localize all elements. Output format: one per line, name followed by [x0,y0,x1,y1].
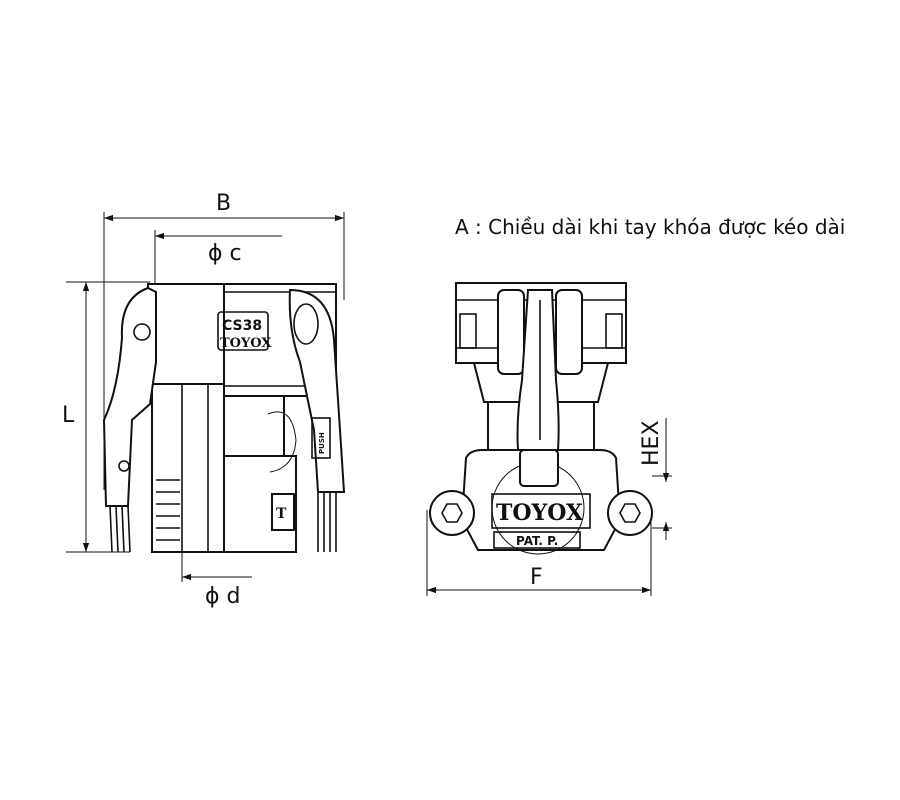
dim-b-label: B [216,191,231,216]
model-marking-side: CS38 [222,318,262,334]
dim-c-label: ϕ c [208,241,242,266]
dim-d-label: ϕ d [205,584,240,609]
dim-l-label: L [62,403,75,428]
dim-hex-label: HEX [639,420,664,466]
front-view: F HEX TOYOX PAT. P. [426,282,672,596]
dim-f-label: F [530,565,543,590]
brand-marking-side: TOYOX [220,336,272,351]
note-text: A : Chiều dài khi tay khóa được kéo dài [455,215,845,239]
brand-marking-front: TOYOX [496,500,584,526]
patent-marking: PAT. P. [516,534,558,548]
push-marking: PUSH [318,432,326,454]
svg-text:T: T [276,506,287,522]
side-view: B ϕ c L ϕ d T CS38 TOYOX [62,191,346,609]
